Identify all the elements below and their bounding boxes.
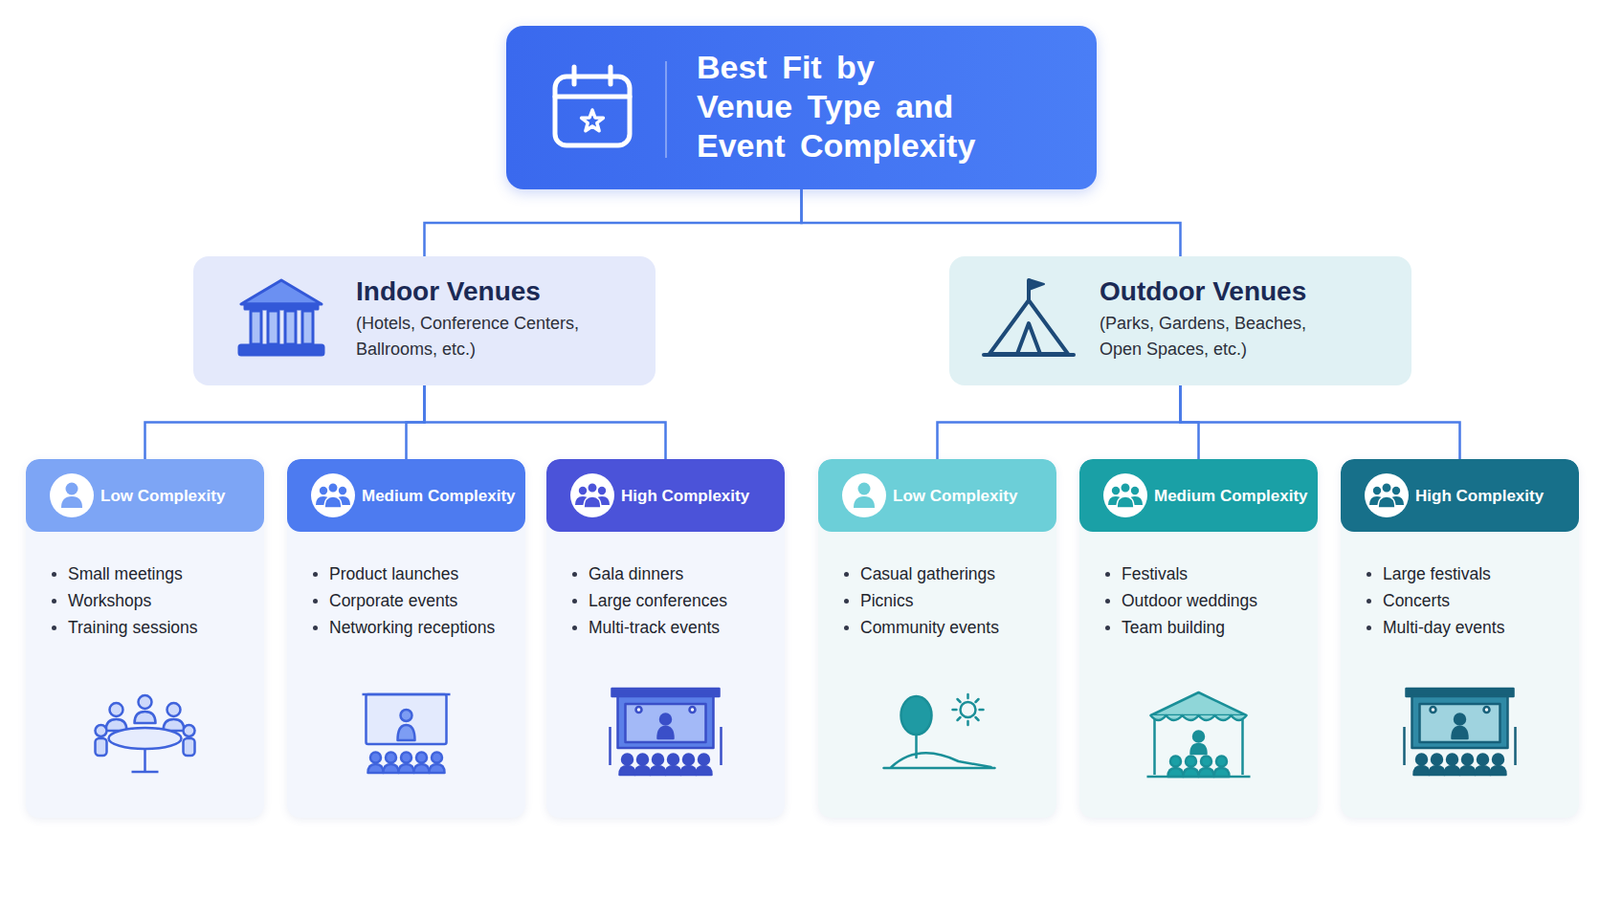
- connector-line: [1180, 385, 1461, 460]
- complexity-label: Low Complexity: [100, 486, 225, 507]
- complexity-card: Medium ComplexityProduct launchesCorpora…: [287, 459, 526, 819]
- complexity-header-band: Low Complexity: [818, 459, 1057, 533]
- complexity-header-band: High Complexity: [1340, 459, 1579, 533]
- venue-description: (Parks, Gardens, Beaches, Open Spaces, e…: [1099, 311, 1330, 363]
- connector-line: [145, 385, 425, 460]
- event-list: Casual gatheringsPicnicsCommunity events: [818, 560, 1057, 642]
- venue-heading: Indoor Venues: [355, 275, 541, 309]
- complexity-header-band: Medium Complexity: [287, 459, 526, 533]
- venue-heading: Outdoor Venues: [1099, 275, 1307, 309]
- connector-line: [801, 189, 1181, 257]
- event-item: Casual gatherings: [818, 560, 1057, 588]
- event-list: Product launchesCorporate eventsNetworki…: [287, 560, 526, 642]
- complexity-card: Low ComplexitySmall meetingsWorkshopsTra…: [25, 459, 265, 819]
- event-item: Team building: [1079, 614, 1318, 642]
- complexity-card: Medium ComplexityFestivalsOutdoor weddin…: [1079, 459, 1318, 819]
- event-item: Workshops: [25, 587, 265, 615]
- venue-box: Outdoor Venues(Parks, Gardens, Beaches, …: [949, 256, 1412, 386]
- event-item: Corporate events: [287, 587, 526, 615]
- connector-line: [937, 385, 1181, 460]
- event-list: FestivalsOutdoor weddingsTeam building: [1079, 560, 1318, 642]
- event-list: Small meetingsWorkshopsTraining sessions: [25, 560, 265, 642]
- connector-line: [406, 385, 425, 460]
- complexity-header-band: Low Complexity: [25, 459, 265, 533]
- event-item: Large festivals: [1340, 560, 1579, 588]
- event-item: Festivals: [1079, 560, 1318, 588]
- event-item: Multi-day events: [1340, 614, 1579, 642]
- complexity-header-band: Medium Complexity: [1079, 459, 1318, 533]
- event-item: Picnics: [818, 587, 1057, 615]
- complexity-card: High ComplexityLarge festivalsConcertsMu…: [1340, 459, 1579, 819]
- event-item: Outdoor weddings: [1079, 587, 1318, 615]
- connector-line: [424, 189, 802, 257]
- complexity-label: High Complexity: [1415, 486, 1544, 507]
- complexity-card: Low ComplexityCasual gatheringsPicnicsCo…: [818, 459, 1057, 819]
- complexity-label: Medium Complexity: [361, 486, 516, 507]
- connector-line: [424, 385, 667, 460]
- event-item: Large conferences: [546, 587, 785, 615]
- event-item: Small meetings: [25, 560, 265, 588]
- event-list: Gala dinnersLarge conferencesMulti-track…: [546, 560, 785, 642]
- complexity-card: High ComplexityGala dinnersLarge confere…: [546, 459, 785, 819]
- title-box: Best Fit by Venue Type and Event Complex…: [506, 25, 1097, 190]
- event-list: Large festivalsConcertsMulti-day events: [1340, 560, 1579, 642]
- event-item: Training sessions: [25, 614, 265, 642]
- title-text: Best Fit by Venue Type and Event Complex…: [696, 47, 980, 166]
- venue-description: (Hotels, Conference Centers, Ballrooms, …: [355, 311, 634, 363]
- event-item: Multi-track events: [546, 614, 785, 642]
- complexity-label: Medium Complexity: [1154, 486, 1309, 507]
- complexity-label: High Complexity: [621, 486, 750, 507]
- complexity-label: Low Complexity: [892, 486, 1018, 507]
- event-item: Concerts: [1340, 587, 1579, 615]
- event-item: Product launches: [287, 560, 526, 588]
- venue-box: Indoor Venues(Hotels, Conference Centers…: [193, 256, 656, 386]
- event-item: Community events: [818, 614, 1057, 642]
- event-item: Networking receptions: [287, 614, 526, 642]
- event-item: Gala dinners: [546, 560, 785, 588]
- complexity-header-band: High Complexity: [546, 459, 785, 533]
